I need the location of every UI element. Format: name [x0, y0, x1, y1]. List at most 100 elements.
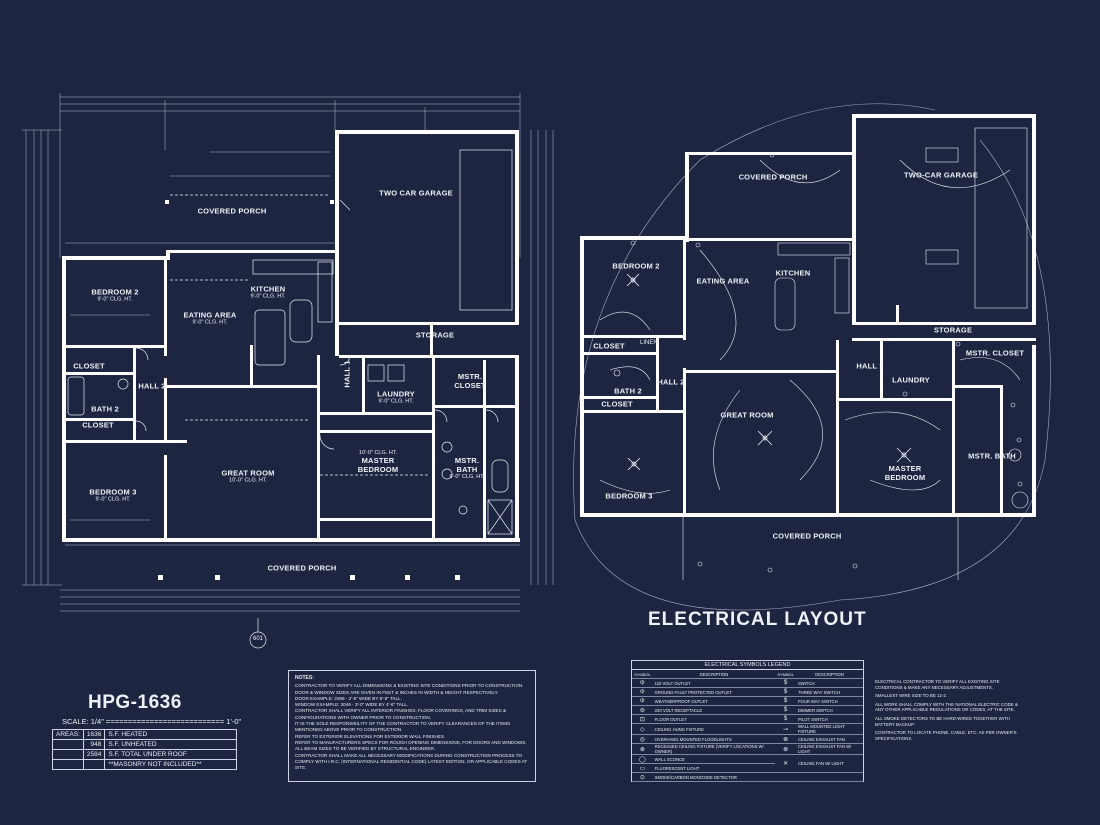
- legend-desc: 220 VOLT RECEPTACLE: [652, 705, 776, 715]
- legend-symbol-icon: ⦶: [632, 696, 653, 706]
- legend-symbol-icon: ◎: [632, 734, 653, 744]
- electrical-note: ALL WORK SHALL COMPLY WITH THE NATIONAL …: [875, 701, 1018, 713]
- notes-heading: NOTES:: [295, 675, 314, 681]
- legend-row: ⊕RECESSED CEILING FIXTURE (VERIFY LOCATI…: [632, 743, 863, 755]
- legend-symbol-icon: $: [775, 714, 796, 724]
- legend-desc: OVERHANG MOUNTED FLOODLIGHTS: [652, 734, 776, 744]
- area-desc: S.F. HEATED: [104, 729, 238, 740]
- elec-label-mstr-bath: MSTR. BATH: [968, 451, 1016, 461]
- room-label-hall-2: HALL 2: [138, 381, 166, 391]
- legend-desc: CEILING EXHAUST FAN: [795, 734, 863, 744]
- elec-label-storage: STORAGE: [933, 325, 973, 335]
- legend-row: ⊙SMOKE/CARBON MONOXIDE DETECTOR: [632, 772, 863, 782]
- legend-desc: SWITCH: [795, 678, 863, 688]
- elec-label-eating-area: EATING AREA: [696, 276, 750, 286]
- legend-desc: WALL MOUNTED LIGHT FIXTURE: [795, 723, 863, 735]
- floor-plan-fixtures: [67, 149, 513, 649]
- elec-label-linen: LINEN: [640, 340, 658, 346]
- room-label-closet-upper: CLOSET: [73, 361, 105, 371]
- area-value: 1636: [82, 729, 106, 740]
- legend-desc: GROUND FAULT PROTECTED OUTLET: [652, 687, 776, 697]
- elec-label-closet-upper: CLOSET: [593, 341, 625, 351]
- legend-symbol-icon: ⊜: [632, 705, 653, 715]
- elec-label-mstr-closet: MSTR. CLOSET: [965, 348, 1025, 358]
- legend-desc: DIMMER SWITCH: [795, 705, 863, 715]
- legend-symbol-icon: ◇: [632, 723, 653, 735]
- room-label-mstr-closet: MSTR. CLOSET: [454, 372, 486, 390]
- legend-symbol-icon: ⊙: [632, 772, 653, 782]
- room-label-bath-2: BATH 2: [91, 404, 119, 414]
- plan-id-title: HPG-1636: [88, 692, 182, 713]
- legend-desc: RECESSED CEILING FIXTURE (VERIFY LOCATIO…: [652, 743, 776, 755]
- elec-label-covered-porch-rear: COVERED PORCH: [738, 172, 808, 182]
- legend-row: ◯WALL SCONCE✕CEILING FAN W/ LIGHT: [632, 754, 863, 773]
- note-line: REFER TO MANUFACTURERS SPECS FOR ROUGH O…: [295, 739, 527, 745]
- area-value: 948: [82, 739, 106, 750]
- room-label-covered-porch-front: COVERED PORCH: [267, 563, 337, 573]
- electrical-layout-title: ELECTRICAL LAYOUT: [648, 609, 867, 630]
- legend-desc: FLOOR OUTLET: [652, 714, 776, 724]
- note-line: DOOR EXAMPLE: 2068 - 2'-6" WIDE BY 6'-8"…: [295, 695, 402, 701]
- legend-desc: SMOKE/CARBON MONOXIDE DETECTOR: [652, 772, 776, 782]
- legend-symbol-icon: $: [775, 678, 796, 688]
- legend-desc: FLUORESCENT LIGHT: [652, 763, 776, 773]
- legend-symbol-icon: ◯: [632, 754, 653, 764]
- legend-desc: 110 VOLT OUTLET: [652, 678, 776, 688]
- elec-label-closet-lower: CLOSET: [601, 399, 633, 409]
- note-line: DOOR & WINDOW SIZES ARE GIVEN IN FEET & …: [295, 689, 499, 695]
- elec-label-master-bedroom: MASTER BEDROOM: [884, 464, 926, 482]
- elec-label-hall-2: HALL 2: [657, 377, 685, 387]
- legend-row: ⦶WEATHERPROOF OUTLET$FOUR WAY SWITCH: [632, 696, 863, 706]
- area-desc: S.F. TOTAL UNDER ROOF: [104, 749, 238, 760]
- note-line: ALL BEAM SIZES TO BE VERIFIED BY STRUCTU…: [295, 746, 436, 752]
- note-line: CONTRACTOR SHALL MAKE ALL NECESSARY MODI…: [295, 752, 528, 771]
- legend-table: SYMBOL DESCRIPTION SYMBOL DESCRIPTION ⦶1…: [632, 670, 863, 782]
- legend-symbol-icon: ⊗: [775, 734, 796, 744]
- legend-symbol-icon: ✕: [775, 754, 796, 773]
- note-line: IT IS THE SOLE RESPONSIBILITY OF THE CON…: [295, 721, 511, 733]
- general-notes: NOTES: CONTRACTOR TO VERIFY ALL DIMENSIO…: [288, 670, 536, 782]
- legend-desc: WALL SCONCE: [652, 754, 776, 764]
- legend-desc: THREE WAY SWITCH: [795, 687, 863, 697]
- legend-row: ⦶GROUND FAULT PROTECTED OUTLET$THREE WAY…: [632, 687, 863, 697]
- room-label-master-bedroom: 10'-0" CLG. HT.MASTER BEDROOM: [357, 450, 399, 474]
- legend-symbol-icon: ⦶: [632, 687, 653, 697]
- electrical-symbols-legend: ELECTRICAL SYMBOLS LEGEND SYMBOL DESCRIP…: [631, 660, 864, 782]
- room-label-covered-porch-rear: COVERED PORCH: [197, 206, 267, 216]
- note-line: CONTRACTOR SHALL VERIFY ALL INTERIOR FIN…: [295, 708, 507, 720]
- legend-header-row: SYMBOL DESCRIPTION SYMBOL DESCRIPTION: [632, 670, 863, 679]
- floor-plan-walls: [62, 130, 520, 580]
- areas-label: AREAS:: [52, 729, 84, 740]
- electrical-note: ALL SMOKE DETECTORS TO BE HARD-WIRED TOG…: [875, 715, 1010, 727]
- legend-symbol-icon: ▭: [632, 763, 653, 773]
- legend-title: ELECTRICAL SYMBOLS LEGEND: [632, 661, 863, 670]
- legend-row: ◇CEILING HUNG FIXTURE⊸WALL MOUNTED LIGHT…: [632, 723, 863, 735]
- areas-footnote: **MASONRY NOT INCLUDED**: [104, 759, 238, 770]
- electrical-note: SMALLEST WIRE SIZE TO BE 12-2.: [875, 693, 947, 699]
- legend-header: DESCRIPTION: [795, 670, 863, 679]
- elec-label-two-car-garage: TWO-CAR GARAGE: [903, 170, 979, 180]
- legend-symbol-icon: ⊕: [632, 743, 653, 755]
- electrical-note: CONTRACTOR TO LOCATE PHONE, CABLE, ETC. …: [875, 730, 1017, 741]
- area-value: 2584: [82, 749, 106, 760]
- legend-symbol-icon: ⊸: [775, 723, 796, 735]
- detail-tag-label: 601: [253, 636, 264, 642]
- electrical-notes: ELECTRICAL CONTRACTOR TO VERIFY ALL EXIS…: [875, 679, 1025, 744]
- legend-symbol-icon: ⊗: [775, 743, 796, 755]
- legend-header: SYMBOL: [632, 670, 653, 679]
- legend-row: ▭FLUORESCENT LIGHT: [632, 763, 863, 773]
- legend-symbol-icon: $: [775, 696, 796, 706]
- room-label-hall-1: HALL 1: [342, 360, 352, 388]
- note-line: CONTRACTOR TO VERIFY ALL DIMENSIONS & EX…: [295, 683, 524, 689]
- elec-label-bedroom-3: BEDROOM 3: [605, 491, 653, 501]
